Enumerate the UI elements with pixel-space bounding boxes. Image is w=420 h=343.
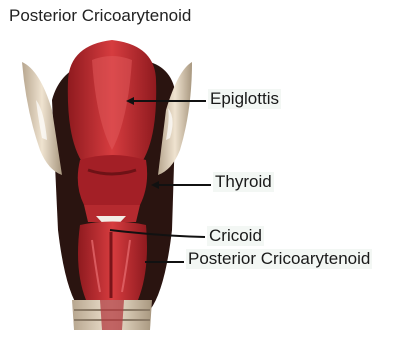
arytenoid-region	[78, 155, 147, 205]
label-thyroid: Thyroid	[213, 172, 274, 192]
label-cricoid: Cricoid	[207, 226, 264, 246]
label-posterior-cricoarytenoid: Posterior Cricoarytenoid	[186, 249, 372, 269]
label-epiglottis: Epiglottis	[208, 89, 281, 109]
